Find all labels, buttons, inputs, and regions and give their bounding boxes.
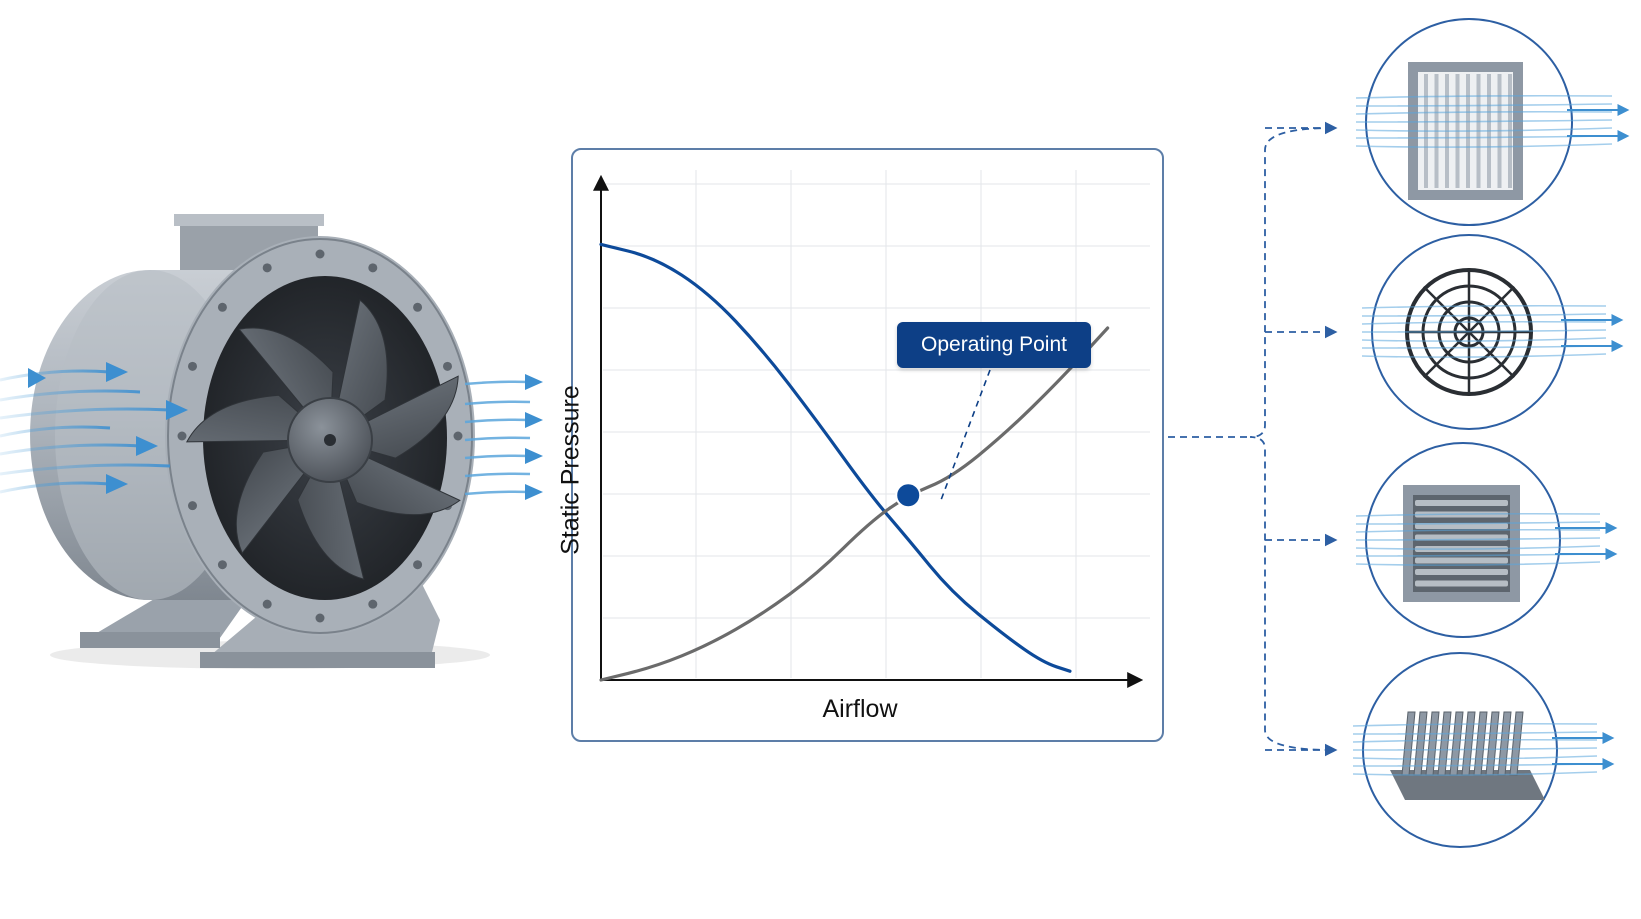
intake-airflow-arrows	[0, 362, 188, 494]
system-curve-line	[599, 326, 1110, 682]
connector-bracket	[1168, 121, 1338, 757]
fan-curve-line	[599, 242, 1072, 673]
operating-point-leader	[940, 369, 991, 501]
chart-panel	[571, 148, 1164, 742]
component-airflow-arrows	[1352, 94, 1630, 776]
operating-point-label: Operating Point	[897, 322, 1091, 368]
operating-point-marker	[895, 482, 922, 509]
x-axis-label: Airflow	[822, 695, 898, 723]
exhaust-airflow-arrows	[464, 374, 543, 500]
